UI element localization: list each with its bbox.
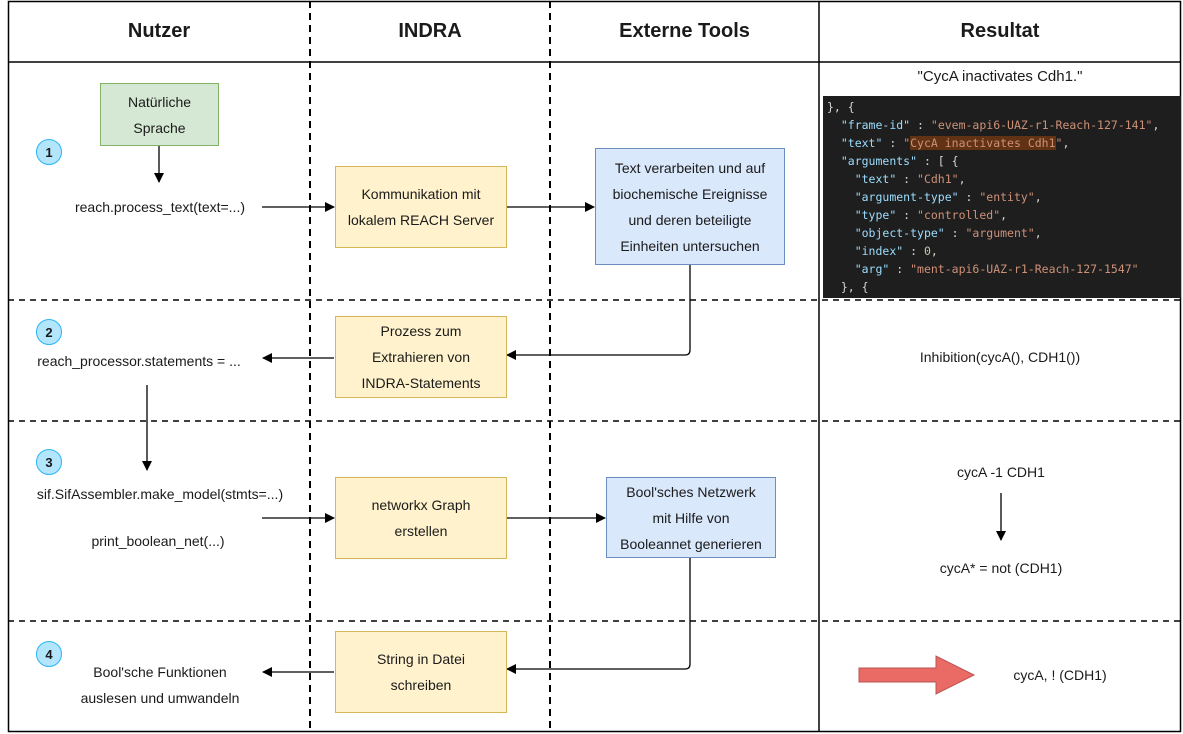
step-badge-2: 2	[36, 319, 62, 345]
indra-box-networkx-graph: networkx Graph erstellen	[335, 477, 507, 559]
code-type-key: "type"	[854, 208, 897, 222]
user-text-4-line-1: Bool'sche Funktionen	[93, 664, 227, 680]
code-index-value: 0	[923, 244, 931, 258]
reach-json-output: }, { "frame-id" : "evem-api6-UAZ-r1-Reac…	[823, 96, 1181, 298]
code-frame-id-value: "evem-api6-UAZ-r1-Reach-127-141"	[930, 118, 1153, 132]
code-text-quote-open: "	[903, 136, 911, 150]
result-inhibition: Inhibition(cycA(), CDH1())	[919, 349, 1081, 365]
result-sif-edge: cycA -1 CDH1	[957, 464, 1045, 480]
call-print-boolean-net: print_boolean_net(...)	[91, 533, 225, 549]
diagram-frame	[7, 0, 1182, 733]
user-text-4-line-2: auslesen und umwandeln	[80, 690, 240, 706]
natural-language-line-2: Sprache	[133, 119, 186, 136]
step-badge-3: 3	[36, 449, 62, 475]
tool-box-1-line-2: biochemische Ereignisse	[612, 185, 768, 202]
result-boolean-rule: cycA* = not (CDH1)	[939, 560, 1063, 576]
indra-box-2-line-3: INDRA-Statements	[361, 375, 481, 391]
indra-box-4-line-1: String in Datei	[377, 651, 465, 667]
tool-box-3-line-2: mit Hilfe von	[652, 509, 730, 526]
tool-box-1-line-1: Text verarbeiten und auf	[614, 159, 766, 176]
tool-box-1-line-3: und deren beteiligte	[628, 211, 752, 228]
tool-box-3-line-3: Booleannet generieren	[620, 535, 762, 552]
step-badge-1: 1	[36, 139, 62, 165]
indra-box-3-line-2: erstellen	[394, 523, 448, 539]
indra-box-4-line-2: schreiben	[390, 677, 452, 693]
code-arguments-open: : [ {	[917, 154, 959, 168]
tool-box-text-processing: Text verarbeiten und auf biochemische Er…	[595, 148, 785, 265]
code-arg-text-value: "Cdh1"	[917, 172, 959, 186]
call-sif-make-model: sif.SifAssembler.make_model(stmts=...)	[36, 486, 284, 502]
code-text-key: "text"	[840, 136, 883, 150]
code-frame-id-key: "frame-id"	[840, 118, 911, 132]
indra-box-1-line-2: lokalem REACH Server	[347, 212, 495, 228]
header-indra: INDRA	[398, 20, 462, 42]
user-read-boolean-functions: Bool'sche Funktionen auslesen und umwand…	[30, 659, 290, 711]
code-object-type-value: "argument"	[965, 226, 1035, 240]
header-result: Resultat	[960, 20, 1040, 42]
indra-box-reach-communication: Kommunikation mit lokalem REACH Server	[335, 166, 507, 248]
natural-language-box: Natürliche Sprache	[100, 83, 219, 146]
code-open-brace: }, {	[827, 100, 855, 114]
arrow-tool-to-indra-2	[506, 265, 691, 360]
code-object-type-key: "object-type"	[854, 226, 945, 240]
header-external-tools: Externe Tools	[619, 20, 750, 42]
indra-box-1-line-1: Kommunikation mit	[361, 186, 481, 202]
tool-box-3-line-1: Bool'sches Netzwerk	[626, 483, 756, 500]
code-arguments-key: "arguments"	[840, 154, 918, 168]
call-process-text: reach.process_text(text=...)	[74, 199, 246, 215]
indra-box-write-string: String in Datei schreiben	[335, 631, 507, 713]
code-arg-key: "arg"	[854, 262, 890, 276]
code-argument-type-value: "entity"	[979, 190, 1035, 204]
code-argument-type-key: "argument-type"	[854, 190, 959, 204]
step-badge-4: 4	[36, 641, 62, 667]
natural-language-line-1: Natürliche	[127, 93, 192, 110]
code-arg-text-key: "text"	[854, 172, 897, 186]
arrow-tool-to-indra-4	[506, 558, 691, 674]
code-arg-value: "ment-api6-UAZ-r1-Reach-127-1547"	[910, 262, 1139, 276]
call-reach-statements: reach_processor.statements = ...	[37, 353, 241, 369]
indra-box-2-line-1: Prozess zum	[380, 323, 462, 339]
code-close-brace: }, {	[840, 280, 869, 294]
tool-box-booleannet: Bool'sches Netzwerk mit Hilfe von Boolea…	[606, 477, 776, 558]
code-text-value-highlight: CycA inactivates Cdh1	[910, 136, 1056, 150]
indra-box-3-line-1: networkx Graph	[371, 497, 471, 513]
result-sentence: "CycA inactivates Cdh1."	[917, 68, 1083, 85]
code-index-key: "index"	[854, 244, 904, 258]
tool-box-1-line-4: Einheiten untersuchen	[620, 237, 760, 254]
code-type-value: "controlled"	[917, 208, 1001, 222]
result-final-expression: cycA, ! (CDH1)	[1013, 667, 1107, 683]
result-red-arrow	[858, 655, 976, 695]
header-user: Nutzer	[127, 20, 191, 42]
indra-box-extract-statements: Prozess zum Extrahieren von INDRA-Statem…	[335, 316, 507, 398]
indra-box-2-line-2: Extrahieren von	[371, 349, 471, 365]
code-text-quote-close: "	[1055, 136, 1063, 150]
